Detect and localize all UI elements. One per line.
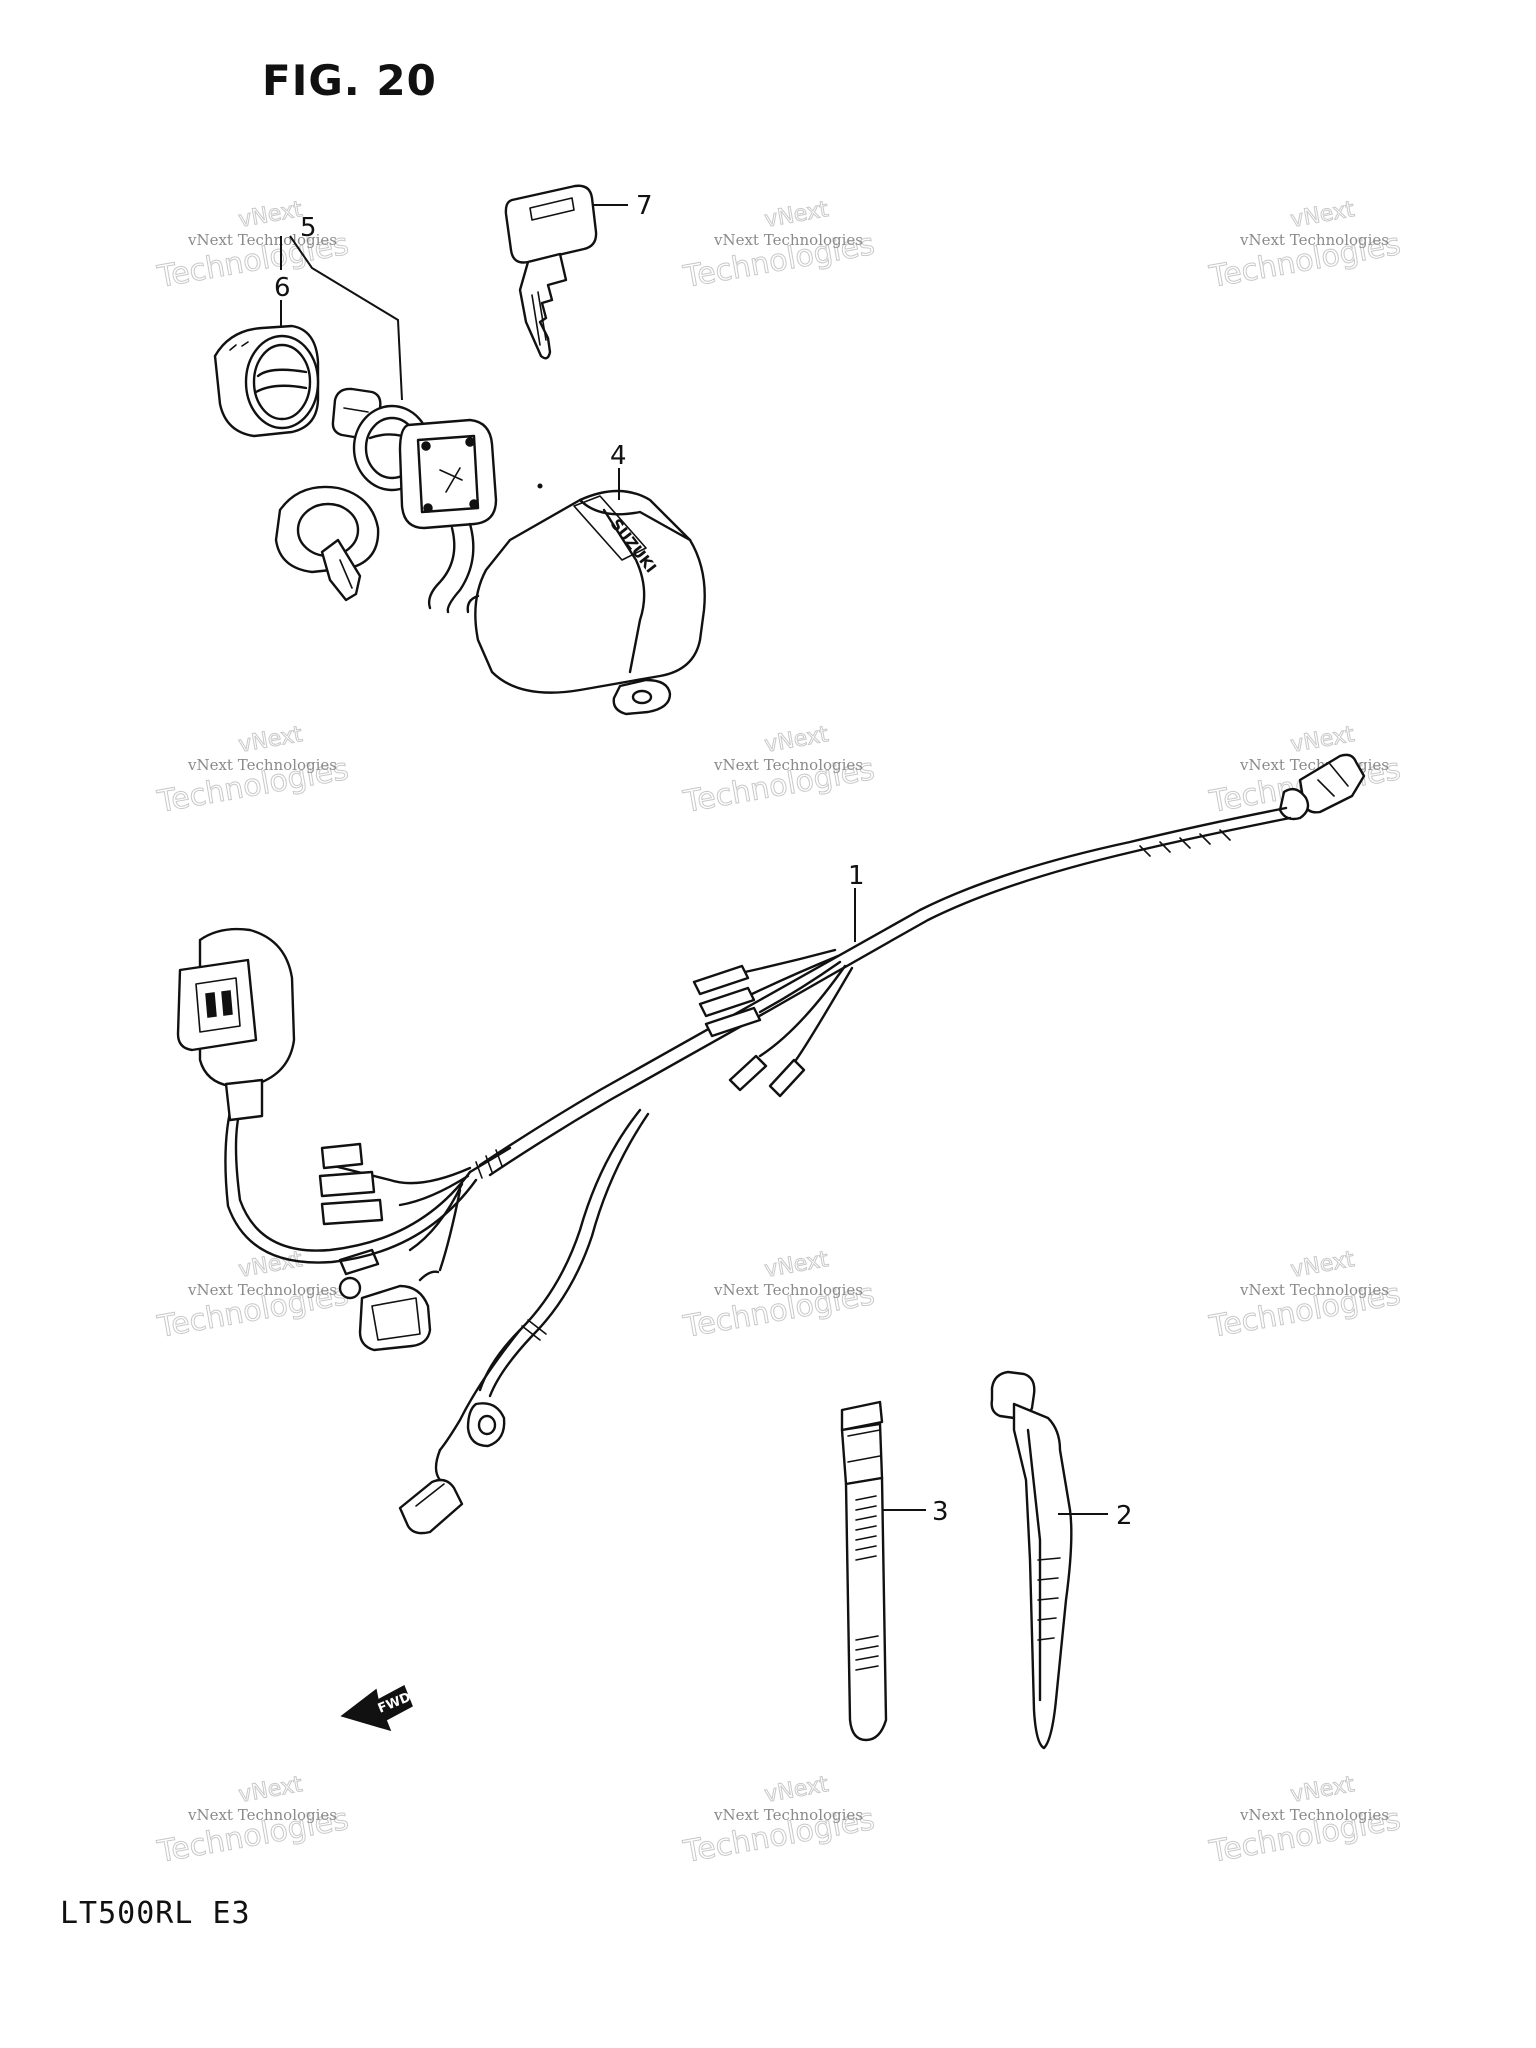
watermark-line: vNext Technologies	[713, 1281, 863, 1299]
clamp-part-3	[840, 1400, 888, 1742]
watermark-small-text: vNext	[763, 722, 831, 758]
callout-6: 6	[274, 273, 291, 303]
watermark-line: vNext Technologies	[713, 756, 863, 774]
ignition-switch-part-5	[274, 387, 498, 614]
watermark-line: vNext Technologies	[187, 1281, 337, 1299]
watermark-line: vNext Technologies	[1239, 1281, 1389, 1299]
watermark-line: vNext Technologies	[1239, 1806, 1389, 1824]
callout-7: 7	[636, 191, 653, 221]
switch-cap-part-6	[213, 324, 320, 438]
watermark-small-text: vNext	[763, 197, 831, 233]
watermark-small-text: vNext	[763, 1772, 831, 1808]
callout-2: 2	[1116, 1501, 1133, 1531]
leader-5	[289, 235, 403, 401]
wiring-harness-part-1	[176, 753, 1366, 1535]
callout-4: 4	[610, 441, 627, 471]
watermark-line: vNext Technologies	[187, 231, 337, 249]
model-code-label: LT500RL E3	[60, 1896, 251, 1931]
watermark-small-text: vNext	[237, 1247, 305, 1283]
watermark-small-text: vNext	[237, 1772, 305, 1808]
watermark-line: vNext Technologies	[187, 756, 337, 774]
watermark-line: vNext Technologies	[713, 231, 863, 249]
watermark-small-text: vNext	[1289, 1247, 1357, 1283]
clamp-part-2	[990, 1370, 1073, 1750]
watermark-small-text: vNext	[1289, 722, 1357, 758]
figure-title: FIG. 20	[262, 56, 437, 105]
watermark-line: vNext Technologies	[187, 1806, 337, 1824]
key-part-7	[504, 184, 598, 360]
watermark-small-text: vNext	[237, 197, 305, 233]
watermark-small-text: vNext	[763, 1247, 831, 1283]
watermark-small-text: vNext	[237, 722, 305, 758]
watermark-line: vNext Technologies	[713, 1806, 863, 1824]
switch-cover-part-4: SUZUKI	[466, 489, 706, 716]
watermark-small-text: vNext	[1289, 1772, 1357, 1808]
watermark-line: vNext Technologies	[1239, 231, 1389, 249]
callout-5: 5	[300, 213, 317, 243]
callout-3: 3	[932, 1497, 949, 1527]
forward-direction-arrow: FWD	[340, 1684, 413, 1732]
callout-1: 1	[848, 861, 865, 891]
watermark-small-text: vNext	[1289, 197, 1357, 233]
